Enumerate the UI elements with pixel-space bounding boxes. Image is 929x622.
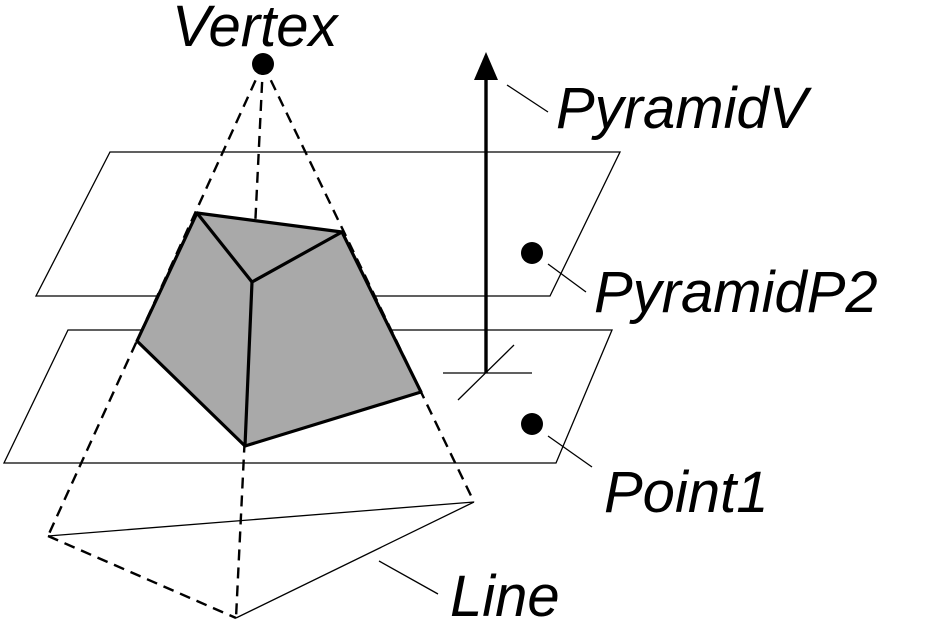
pyramid-v-label: PyramidV (556, 76, 813, 141)
base-edge (235, 501, 475, 619)
line-label: Line (450, 564, 560, 622)
plane-origin-marker (443, 344, 532, 401)
upper-plane (34, 151, 622, 297)
vertex-point (252, 53, 274, 75)
direction-vector-arrowhead (474, 52, 498, 80)
vertex-label: Vertex (172, 0, 339, 59)
frustum-solid (135, 211, 423, 448)
leader-lines (378, 84, 593, 595)
base-edge (47, 501, 475, 537)
point1-point (521, 413, 543, 435)
pyramid-p2-point (521, 242, 543, 264)
pyramid-p2-label: PyramidP2 (594, 260, 878, 325)
point1-label: Point1 (604, 460, 768, 525)
lower-plane (2, 329, 613, 464)
frustum-inner-edges (195, 211, 344, 448)
